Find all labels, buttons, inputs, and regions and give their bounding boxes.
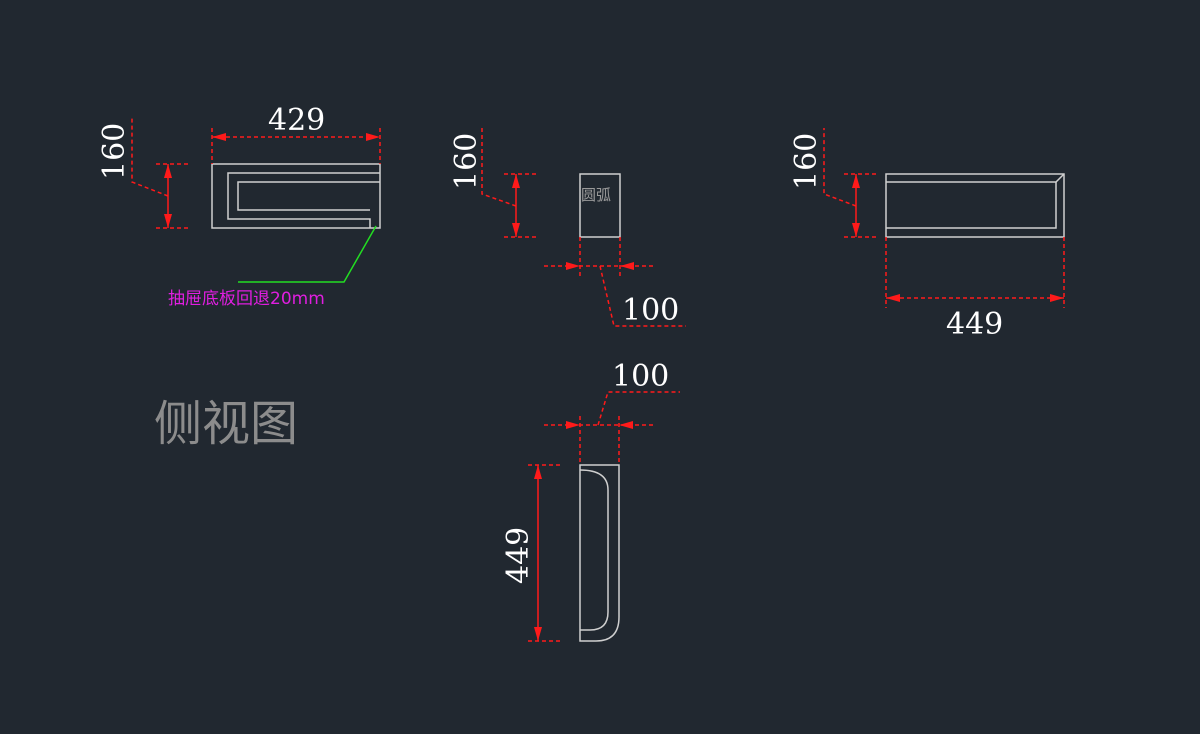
left-drawer-bottom-line [237,181,380,211]
arrow-down-icon [164,214,172,228]
left-height-dimension: 160 [97,118,188,229]
bottom-piece-arc [579,469,609,631]
note-leader-line [238,225,377,283]
right-width-dimension: 449 [885,237,1065,342]
arrow-up-icon [534,465,542,479]
arrow-down-icon [512,223,520,237]
left-height-label: 160 [97,123,132,180]
bottom-arc-piece [579,464,620,642]
left-inner-outline [227,172,380,228]
left-outer-outline [211,163,381,229]
bottom-width-label: 100 [612,359,669,394]
left-width-dimension: 429 [211,103,381,164]
middle-height-label: 160 [449,133,484,190]
arrow-up-icon [164,164,172,178]
arrow-up-icon [512,174,520,188]
middle-width-dimension: 100 [544,237,686,328]
middle-arc-block: 圆弧 [579,173,621,238]
arrow-left-icon [886,294,900,302]
arrow-right-icon [566,421,580,429]
arrow-right-icon [1050,294,1064,302]
left-width-label: 429 [268,103,325,138]
middle-height-dimension: 160 [449,128,536,238]
drawer-bottom-note-text: 抽屉底板回退20mm [168,289,325,309]
right-inner-edge [886,182,1057,229]
bottom-height-label: 449 [501,527,536,584]
arc-label: 圆弧 [581,186,611,204]
arrow-left-icon [620,262,634,270]
arc-block-outline [579,173,621,238]
arrow-right-icon [366,133,380,141]
right-height-label: 160 [789,133,824,190]
left-drawer-section [211,163,381,229]
arrow-left-icon [212,133,226,141]
arrow-down-icon [852,223,860,237]
right-panel-view [885,173,1065,238]
arrow-left-icon [619,421,633,429]
arrow-down-icon [534,627,542,641]
view-title: 侧视图 [154,396,298,452]
right-width-label: 449 [946,307,1003,342]
drawer-bottom-note: 抽屉底板回退20mm [168,225,377,309]
arrow-right-icon [566,262,580,270]
bottom-piece-outline [579,464,620,642]
right-top-edge [886,173,1065,183]
bottom-height-dimension: 449 [501,464,560,642]
middle-width-label: 100 [622,293,679,328]
arrow-up-icon [852,174,860,188]
right-height-dimension: 160 [789,128,876,238]
right-outer-outline [885,173,1065,238]
bottom-width-dimension: 100 [544,359,680,465]
